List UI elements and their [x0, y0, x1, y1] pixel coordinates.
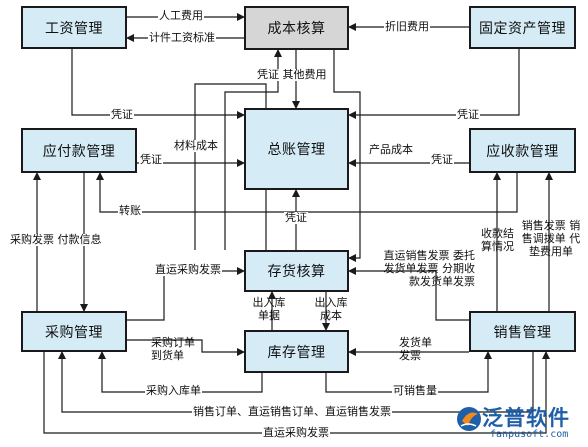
label-saleable: 可销售量: [392, 384, 438, 397]
label-sales-consign-invoice: 直运销售发票 委托发货单发票 分期收款发货单发票: [383, 249, 476, 288]
edge-sales-inventory: [348, 267, 469, 321]
label-direct-purchase-invoice: 直运采购发票: [154, 263, 222, 276]
label-in-out-cost: 出入库 成本: [314, 296, 348, 322]
logo-name: 泛普软件: [482, 406, 570, 430]
ledger-node: 总账管理: [244, 108, 349, 190]
label-voucher-payable: 凭证: [139, 153, 163, 166]
logo-url: fanpusoft.com: [490, 429, 569, 440]
label-collection: 收款结算情况: [481, 227, 514, 253]
label-direct-purchase-invoice-bottom: 直运采购发票: [262, 426, 330, 439]
label-voucher-fixed: 凭证: [456, 108, 480, 121]
payroll-node: 工资管理: [21, 6, 127, 49]
receivable-node: 应收款管理: [469, 128, 576, 173]
label-piece-wage: 计件工资标准: [148, 31, 216, 44]
label-material-cost: 材料成本: [173, 139, 219, 152]
purchase-node: 采购管理: [21, 311, 127, 352]
label-voucher-payroll: 凭证: [110, 108, 134, 121]
label-transfer: 转账: [118, 204, 142, 217]
label-sales-orders: 销售订单、直运销售订单、直运销售发票: [192, 405, 392, 418]
logo-mark-icon: [457, 407, 481, 431]
label-delivery-invoice: 发货单 发票: [399, 336, 432, 362]
edge-product-cost: [333, 50, 361, 262]
sales-node: 销售管理: [469, 311, 576, 352]
edge-transfer: [96, 172, 518, 213]
cost-node: 成本核算: [244, 6, 349, 50]
edge-po-arrival: [127, 339, 245, 356]
label-product-cost: 产品成本: [368, 143, 414, 156]
label-po-arrival: 采购订单 到货单: [151, 336, 195, 362]
label-sales-invoice: 销售发票 销售调拨单 代垫费用单: [521, 219, 581, 258]
label-voucher-receivable: 凭证: [430, 153, 454, 166]
edge-payroll-ledger: [71, 49, 245, 119]
label-purchase-invoice: 采购发票 付款信息: [9, 233, 103, 246]
fixed-assets-node: 固定资产管理: [469, 6, 576, 49]
edge-fixed-ledger: [348, 49, 520, 119]
payable-node: 应付款管理: [21, 128, 137, 173]
label-purchase-receipt: 采购入库单: [145, 384, 202, 397]
inventory-accounting-node: 存货核算: [244, 250, 349, 292]
label-voucher-other: 凭证 其他费用: [256, 68, 328, 81]
stock-node: 库存管理: [244, 330, 349, 373]
edge-direct-purchase: [127, 267, 245, 321]
label-in-out-doc: 出入库 单据: [252, 296, 286, 322]
label-labor-cost: 人工费用: [158, 9, 204, 22]
label-voucher-inventory: 凭证: [284, 211, 308, 224]
label-depreciation: 折旧费用: [384, 20, 430, 33]
brand-logo: 泛普软件 fanpusoft.com: [452, 400, 584, 444]
